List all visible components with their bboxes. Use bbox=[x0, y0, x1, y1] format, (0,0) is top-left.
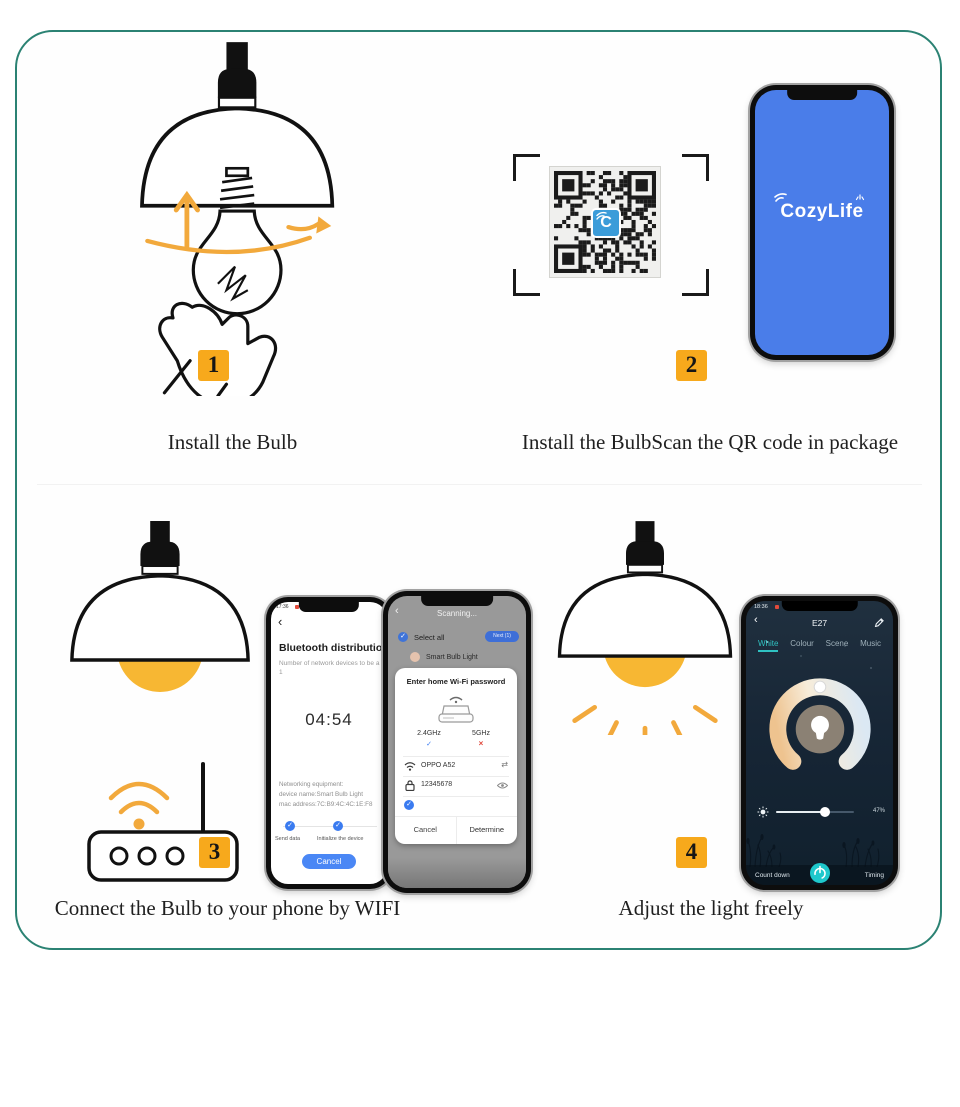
dialog-confirm-button: Determine bbox=[469, 825, 505, 834]
back-icon: ‹ bbox=[278, 614, 283, 629]
step-3-caption: Connect the Bulb to your phone by WIFI bbox=[54, 896, 401, 920]
progress-step-2: Initialize the device bbox=[317, 836, 364, 842]
cancel-button: Cancel bbox=[302, 854, 356, 869]
bulb-install-illustration bbox=[140, 42, 335, 396]
ssid-value: OPPO A52 bbox=[421, 762, 456, 769]
record-indicator bbox=[775, 605, 779, 609]
image-seam bbox=[37, 484, 922, 485]
ring-handle bbox=[813, 680, 826, 694]
qr-viewfinder bbox=[513, 154, 709, 296]
step-1-badge: 1 bbox=[198, 350, 229, 381]
power-icon bbox=[813, 865, 826, 880]
brightness-sun-icon bbox=[757, 806, 769, 818]
light-control-screen: 18:36 ‹ E27 White Colour Scene Music bbox=[746, 601, 893, 885]
select-all-check-icon: ✓ bbox=[398, 632, 408, 642]
progress-check-icon: ✓ bbox=[333, 821, 343, 831]
qr-logo-letter: C bbox=[600, 214, 612, 231]
wifi-password-dialog: Enter home Wi-Fi password 2.4GHz 5GHz ✓ … bbox=[395, 668, 517, 844]
next-button: Next (1) bbox=[485, 631, 519, 642]
step-2-caption: Install the BulbScan the QR code in pack… bbox=[521, 430, 899, 454]
step-4-caption: Adjust the light freely bbox=[618, 896, 804, 920]
countdown-label: Count down bbox=[755, 872, 790, 879]
dialog-title: Enter home Wi-Fi password bbox=[406, 677, 506, 686]
color-temperature-ring bbox=[768, 678, 871, 770]
dialog-cancel-button: Cancel bbox=[395, 817, 457, 844]
qr-code: C bbox=[549, 166, 661, 278]
record-indicator bbox=[295, 605, 299, 609]
step-3-badge: 3 bbox=[199, 837, 230, 868]
phone-notch bbox=[787, 90, 857, 100]
phone-notch bbox=[298, 602, 360, 612]
swap-network-icon: ⇄ bbox=[501, 760, 508, 769]
brightness-slider bbox=[776, 807, 854, 817]
wifi-arcs-icon bbox=[596, 211, 607, 220]
viewfinder-corner-icon bbox=[682, 269, 709, 296]
lock-icon bbox=[405, 780, 415, 791]
step-4-badge: 4 bbox=[676, 837, 707, 868]
slider-knob bbox=[820, 807, 830, 817]
status-time: 18:36 bbox=[754, 604, 768, 610]
step-1-caption: Install the Bulb bbox=[167, 430, 298, 454]
tab-music: Music bbox=[860, 639, 881, 648]
light-control-phone: 18:36 ‹ E27 White Colour Scene Music bbox=[741, 596, 898, 890]
tab-scene: Scene bbox=[825, 639, 849, 648]
qr-center-logo: C bbox=[591, 208, 621, 238]
step-2-badge: 2 bbox=[676, 350, 707, 381]
device-name-label: Smart Bulb Light bbox=[426, 654, 478, 661]
bluetooth-setup-screen: 17:36 ‹ Bluetooth distribution netw Numb… bbox=[271, 602, 387, 884]
bluetooth-setup-phone: 17:36 ‹ Bluetooth distribution netw Numb… bbox=[266, 597, 392, 889]
band-24ghz: 2.4GHz bbox=[417, 730, 441, 737]
back-icon: ‹ bbox=[395, 605, 399, 617]
screen-title: Bluetooth distribution netw bbox=[279, 642, 387, 654]
equipment-label: Networking equipment: bbox=[279, 781, 344, 788]
progress-step-1: Send data bbox=[275, 836, 301, 842]
bulb-icon bbox=[810, 715, 829, 740]
router-icon bbox=[438, 696, 474, 723]
device-thumbnail bbox=[410, 652, 420, 662]
tab-colour: Colour bbox=[790, 639, 814, 648]
phone-notch bbox=[781, 601, 858, 611]
tab-white: White bbox=[758, 639, 779, 652]
scanning-screen: ‹ Scanning... ✓ Select all Next (1) Smar… bbox=[388, 596, 526, 888]
timing-label: Timing bbox=[864, 872, 884, 879]
power-button bbox=[809, 863, 830, 883]
wifi-arcs-icon bbox=[774, 193, 787, 203]
show-password-eye-icon bbox=[497, 782, 508, 789]
screen-subtitle: Number of network devices to be a bbox=[279, 660, 380, 667]
viewfinder-corner-icon bbox=[513, 269, 540, 296]
back-icon: ‹ bbox=[754, 614, 758, 626]
status-time: 17:36 bbox=[276, 604, 289, 610]
progress-check-icon: ✓ bbox=[285, 821, 295, 831]
glowing-lamp-illustration bbox=[557, 521, 733, 735]
device-count: 1 bbox=[279, 669, 283, 676]
cozylife-logo: CozyLife bbox=[780, 201, 864, 223]
equipment-device-name: device name:Smart Bulb Light bbox=[279, 790, 364, 798]
band-24-check-icon: ✓ bbox=[426, 741, 432, 748]
band-5-cross-icon: × bbox=[478, 739, 484, 748]
grass-silhouette bbox=[746, 834, 880, 867]
edit-icon bbox=[874, 618, 884, 627]
band-5ghz: 5GHz bbox=[472, 730, 490, 737]
wifi-icon bbox=[404, 762, 416, 771]
cozylife-splash-screen: CozyLife bbox=[755, 90, 889, 355]
viewfinder-corner-icon bbox=[513, 154, 540, 181]
screen-title: Scanning... bbox=[436, 609, 478, 618]
sparkle-icon bbox=[855, 194, 865, 201]
equipment-mac: mac address:7C:B9:4C:4C:1E:F8 bbox=[279, 800, 373, 808]
wifi-router-illustration bbox=[87, 762, 239, 882]
password-value: 12345678 bbox=[421, 781, 453, 788]
remember-check-icon: ✓ bbox=[404, 800, 414, 810]
phone-notch bbox=[421, 596, 493, 606]
cozylife-app-phone: CozyLife bbox=[750, 85, 894, 360]
brightness-value: 47% bbox=[872, 808, 885, 814]
countdown-timer: 04:54 bbox=[305, 710, 353, 729]
wifi-password-phone: ‹ Scanning... ✓ Select all Next (1) Smar… bbox=[383, 591, 531, 893]
stars bbox=[766, 641, 768, 643]
select-all-label: Select all bbox=[414, 633, 445, 642]
viewfinder-corner-icon bbox=[682, 154, 709, 181]
pendant-lamp-illustration bbox=[70, 521, 250, 692]
device-title: E27 bbox=[811, 618, 828, 628]
